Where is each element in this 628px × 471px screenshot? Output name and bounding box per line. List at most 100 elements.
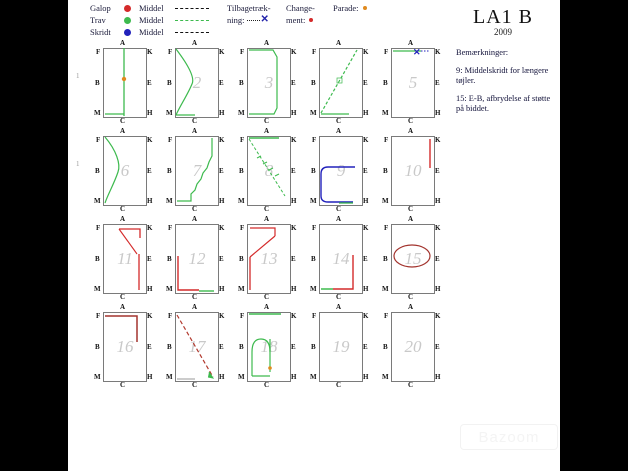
arena-letter-h: H [219, 373, 225, 381]
arena-letter-a: A [192, 39, 198, 47]
arena-letter-k: K [363, 224, 369, 232]
arena-letter-a: A [192, 303, 198, 311]
arena-letter-f: F [384, 136, 389, 144]
arena-letter-m: M [382, 373, 389, 381]
arena-letter-b: B [167, 167, 172, 175]
arena-letter-e: E [435, 79, 440, 87]
arena-letter-h: H [291, 373, 297, 381]
arena-letter-h: H [435, 285, 441, 293]
notes-panel: Bemærkninger: 9: Middelskridt for længer… [456, 48, 556, 122]
arena-letter-k: K [219, 136, 225, 144]
arena-letter-k: K [147, 224, 153, 232]
legend-row-skridt: Skridt Middel [90, 27, 209, 37]
arena-letter-b: B [383, 255, 388, 263]
arena-letter-a: A [336, 127, 342, 135]
arena-letter-b: B [311, 343, 316, 351]
arena-letter-a: A [408, 303, 414, 311]
figure-path-10 [429, 139, 431, 168]
legend: Galop Middel Trav Middel Skridt Middel T… [90, 3, 367, 37]
test-name: LA1 B [473, 6, 533, 28]
arena-letter-a: A [120, 127, 126, 135]
arena-letter-f: F [384, 48, 389, 56]
figure-path-2 [175, 48, 195, 116]
arena-letter-f: F [96, 48, 101, 56]
arena-letter-k: K [147, 136, 153, 144]
arena-letter-f: F [240, 224, 245, 232]
arena-letter-m: M [94, 109, 101, 117]
arena-letter-a: A [264, 303, 270, 311]
arena-letter-c: C [336, 381, 342, 389]
figure-path-16 [105, 315, 138, 342]
figure-path-12 [177, 256, 214, 292]
arena-letter-a: A [264, 127, 270, 135]
arena-letter-m: M [310, 373, 317, 381]
arena-letter-a: A [264, 39, 270, 47]
arena-letter-f: F [312, 224, 317, 232]
figure-path-3 [249, 49, 278, 115]
arena-letter-f: F [240, 48, 245, 56]
arena-letter-h: H [147, 373, 153, 381]
arena-letter-c: C [264, 293, 270, 301]
arena-letter-b: B [239, 167, 244, 175]
figure-number: 19 [332, 337, 350, 356]
parade-dot-icon [362, 6, 367, 10]
note-item: 15: E-B, afbrydelse af støtte på biddet. [456, 93, 551, 114]
figure-path-4 [320, 49, 358, 115]
figure-number: 6 [120, 161, 130, 180]
arena-rect: 10 [391, 136, 435, 206]
arena-rect: 2 [175, 48, 219, 118]
arena-letter-m: M [310, 109, 317, 117]
trav-dot-icon [124, 16, 131, 24]
arena-letter-c: C [192, 117, 198, 125]
arena-letter-e: E [363, 255, 368, 263]
figure-path-1 [105, 48, 127, 116]
arena-letter-h: H [363, 109, 369, 117]
arena-letter-k: K [363, 312, 369, 320]
figure-path-8 [248, 137, 286, 197]
arena-letter-m: M [382, 197, 389, 205]
figure-number: 17 [188, 337, 206, 356]
arena-letter-k: K [435, 224, 441, 232]
arena-letter-e: E [291, 255, 296, 263]
legend-skridt-middel: Middel [139, 27, 164, 37]
arena-rect: 13 [247, 224, 291, 294]
arena-letter-h: H [219, 197, 225, 205]
arena-letter-f: F [168, 48, 173, 56]
arena-letter-h: H [435, 197, 441, 205]
legend-skridt-label: Skridt [90, 27, 111, 37]
figure-number: 11 [117, 249, 133, 268]
arena-letter-e: E [363, 343, 368, 351]
arena-letter-a: A [120, 39, 126, 47]
arena-letter-c: C [408, 117, 414, 125]
arena-letter-c: C [336, 117, 342, 125]
legend-trav-middel: Middel [139, 15, 164, 25]
figure-number: 2 [192, 73, 202, 92]
arena-letter-e: E [363, 167, 368, 175]
arena-letter-m: M [310, 197, 317, 205]
legend-trav-label: Trav [90, 15, 106, 25]
arena-letter-k: K [435, 48, 441, 56]
arena-letter-e: E [435, 255, 440, 263]
arena-letter-f: F [312, 136, 317, 144]
